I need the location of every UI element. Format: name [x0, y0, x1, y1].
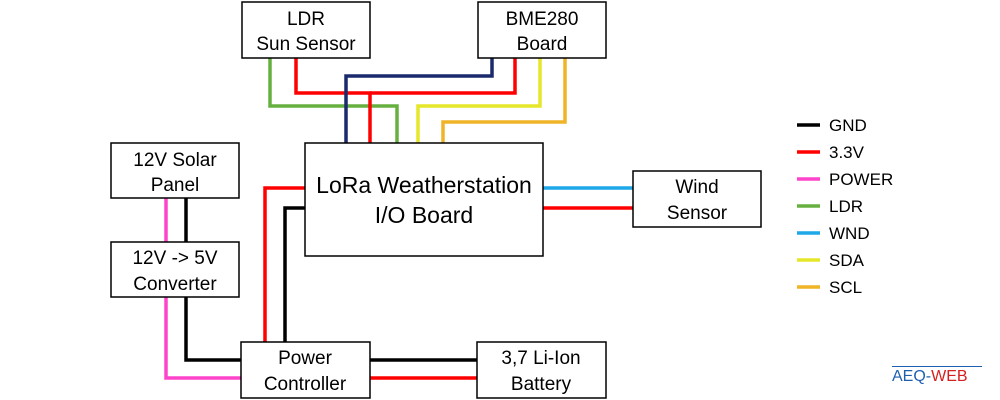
- ldr-label-line1: LDR: [287, 9, 325, 30]
- legend-item-power: POWER: [797, 170, 893, 189]
- legend-label: POWER: [829, 170, 893, 189]
- wind-label-line1: Wind: [675, 177, 718, 198]
- solar-label-line2: Panel: [151, 175, 200, 196]
- legend-label: SCL: [829, 278, 862, 297]
- wire-io-33v: [263, 186, 305, 342]
- wire-scl: [441, 58, 567, 143]
- battery-label-line1: 3,7 Li-Ion: [501, 348, 580, 369]
- solar-label-line1: 12V Solar: [133, 150, 217, 171]
- legend-item-3-3v: 3.3V: [797, 143, 865, 162]
- wire-bme-33v: [370, 58, 517, 95]
- legend-label: WND: [829, 224, 870, 243]
- solar-panel-box: 12V Solar Panel: [110, 142, 240, 199]
- legend-item-ldr: LDR: [797, 197, 863, 216]
- wire-ldr-33v: [294, 58, 372, 143]
- wire-ldr: [268, 58, 399, 143]
- legend-item-scl: SCL: [797, 278, 862, 297]
- legend-label: 3.3V: [829, 143, 865, 162]
- bme-label-line1: BME280: [506, 9, 579, 30]
- io-label-line1: LoRa Weatherstation: [316, 172, 532, 198]
- wire-sda: [416, 58, 542, 143]
- power-label-line2: Controller: [264, 374, 347, 395]
- wire-conv-power: [164, 297, 241, 380]
- wire-conv-gnd: [184, 297, 241, 362]
- io-label-line2: I/O Board: [375, 202, 473, 228]
- battery-box: 3,7 Li-Ion Battery: [476, 341, 607, 399]
- legend-label: SDA: [829, 251, 865, 270]
- aeq-web-logo: AEQ-WEB: [892, 368, 968, 386]
- battery-label-line2: Battery: [511, 374, 572, 395]
- wind-sensor-box: Wind Sensor: [632, 170, 762, 228]
- bme-label-line2: Board: [517, 34, 568, 55]
- converter-label-line1: 12V -> 5V: [132, 248, 217, 269]
- wire-io-gnd: [283, 206, 305, 342]
- brand-underline: [892, 366, 982, 367]
- bme280-board-box: BME280 Board: [477, 1, 607, 59]
- converter-label-line2: Converter: [133, 274, 217, 295]
- brand-part1: AEQ-: [892, 368, 932, 385]
- legend-item-wnd: WND: [797, 224, 870, 243]
- legend-label: GND: [829, 116, 867, 135]
- wind-label-line2: Sensor: [667, 203, 728, 224]
- legend: GND 3.3V POWER LDR WND SDA SCL: [797, 116, 893, 297]
- ldr-sun-sensor-box: LDR Sun Sensor: [241, 1, 371, 59]
- ldr-label-line2: Sun Sensor: [256, 34, 356, 55]
- brand-part2: WEB: [931, 368, 968, 385]
- io-board-box: LoRa Weatherstation I/O Board: [304, 142, 544, 257]
- legend-item-sda: SDA: [797, 251, 865, 270]
- legend-label: LDR: [829, 197, 863, 216]
- wires: [164, 58, 633, 380]
- wire-bme-gnd: [344, 58, 494, 143]
- legend-item-gnd: GND: [797, 116, 867, 135]
- power-label-line1: Power: [278, 348, 333, 369]
- power-controller-box: Power Controller: [240, 341, 371, 399]
- converter-box: 12V -> 5V Converter: [110, 241, 240, 298]
